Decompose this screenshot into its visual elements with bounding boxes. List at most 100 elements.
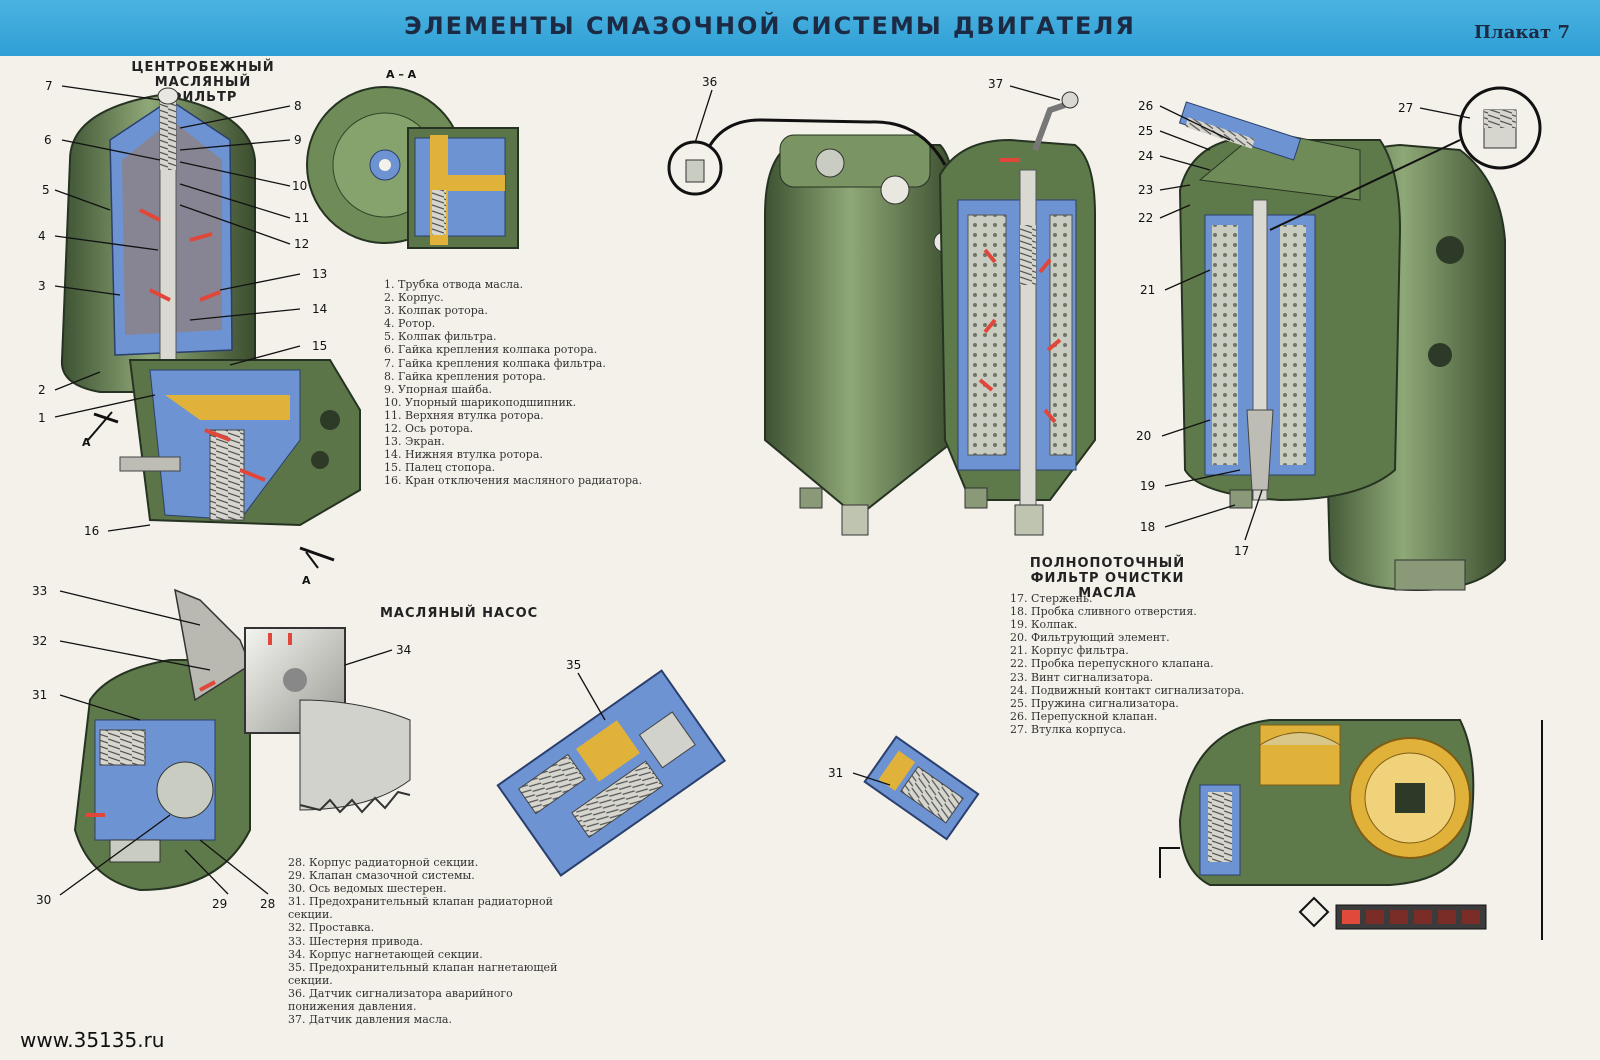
callout-24: 24: [1138, 149, 1153, 163]
legend-item: 7. Гайка крепления колпака фильтра.: [384, 356, 606, 370]
legend-item: 27. Втулка корпуса.: [1010, 722, 1127, 736]
callout-34: 34: [396, 643, 411, 657]
callout-33: 33: [32, 584, 47, 598]
legend-item: 35. Предохранительный клапан нагнетающей…: [288, 960, 558, 987]
legend-item: 22. Пробка перепускного клапана.: [1010, 657, 1214, 671]
callout-16: 16: [84, 524, 99, 538]
legend-item: 28. Корпус радиаторной секции.: [288, 856, 479, 869]
legend-item: 3. Колпак ротора.: [384, 304, 488, 318]
legend-item: 29. Клапан смазочной системы.: [288, 869, 475, 883]
callout-11: 11: [294, 211, 309, 225]
legend-item: 26. Перепускной клапан.: [1010, 709, 1158, 723]
legend-item: 21. Корпус фильтра.: [1010, 644, 1129, 658]
callout-12: 12: [294, 237, 309, 251]
legend-item: 5. Колпак фильтра.: [384, 330, 497, 344]
cut-mark-a-bottom: А: [299, 546, 335, 587]
section-aa-label: А – А: [386, 68, 417, 81]
callout-26: 26: [1138, 99, 1153, 113]
callout-3: 3: [38, 279, 46, 293]
legend-item: 6. Гайка крепления колпака ротора.: [384, 343, 598, 357]
legend-centrifugal-filter: 1. Трубка отвода масла. 2. Корпус. 3. Ко…: [384, 278, 674, 488]
legend-item: 19. Колпак.: [1010, 618, 1078, 632]
callout-31: 31: [32, 688, 47, 702]
callout-6: 6: [44, 133, 52, 147]
legend-item: 24. Подвижный контакт сигнализатора.: [1010, 683, 1245, 697]
callout-5: 5: [42, 183, 50, 197]
legend-item: 25. Пружина сигнализатора.: [1010, 696, 1179, 710]
oil-pump-drawing: [73, 588, 411, 892]
callout-17: 17: [1234, 544, 1249, 558]
legend-item: 10. Упорный шарикоподшипник.: [384, 395, 577, 409]
cut-mark-a-left: А: [82, 411, 119, 449]
legend-item: 2. Корпус.: [384, 291, 444, 305]
callout-2: 2: [38, 383, 46, 397]
callout-leaders: [54, 85, 1471, 896]
legend-item: 30. Ось ведомых шестерен.: [288, 882, 447, 896]
legend-item: 23. Винт сигнализатора.: [1010, 670, 1154, 684]
callout-27: 27: [1398, 101, 1413, 115]
callout-numbers: 1 2 3 4 5 6 7 8 9 10 11 12 13 14 15 16 1…: [32, 75, 1413, 911]
legend-item: 20. Фильтрующий элемент.: [1010, 631, 1170, 645]
callout-15: 15: [312, 339, 327, 353]
heading-oil-pump: МАСЛЯНЫЙ НАСОС: [380, 606, 539, 621]
callout-30: 30: [36, 893, 51, 907]
callout-4: 4: [38, 229, 46, 243]
legend-item: 15. Палец стопора.: [384, 461, 496, 475]
legend-item: 34. Корпус нагнетающей секции.: [288, 947, 483, 961]
legend-item: 9. Упорная шайба.: [384, 382, 493, 396]
legend-oil-pump: 28. Корпус радиаторной секции. 29. Клапа…: [288, 856, 578, 1026]
poster-title: ЭЛЕМЕНТЫ СМАЗОЧНОЙ СИСТЕМЫ ДВИГАТЕЛЯ: [404, 12, 1136, 40]
cut-mark-a-bottom-label: А: [302, 574, 311, 587]
legend-item: 8. Гайка крепления ротора.: [384, 369, 546, 383]
callout-9: 9: [294, 133, 302, 147]
valve-31-drawing: [863, 735, 980, 841]
full-flow-filter-drawing: [1178, 86, 1542, 592]
callout-32: 32: [32, 634, 47, 648]
callout-22: 22: [1138, 211, 1153, 225]
callout-23: 23: [1138, 183, 1153, 197]
legend-item: 13. Экран.: [384, 435, 445, 449]
valve-35-drawing: [496, 669, 727, 877]
heading-centrifugal-filter: ЦЕНТРОБЕЖНЫЙ МАСЛЯНЫЙ ФИЛЬТР: [131, 60, 275, 105]
callout-21: 21: [1140, 283, 1155, 297]
legend-full-flow-filter: 17. Стержень. 18. Пробка сливного отверс…: [1010, 592, 1270, 736]
callout-25: 25: [1138, 124, 1153, 138]
legend-item: 16. Кран отключения масляного радиатора.: [384, 474, 643, 488]
callout-1: 1: [38, 411, 46, 425]
watermark: www.35135.ru: [20, 1028, 165, 1052]
title-bar: [0, 0, 1600, 56]
legend-item: 37. Датчик давления масла.: [288, 1013, 452, 1027]
cut-mark-a-left-label: А: [82, 436, 91, 449]
callout-29: 29: [212, 897, 227, 911]
callout-13: 13: [312, 267, 327, 281]
legend-item: 4. Ротор.: [384, 317, 436, 331]
callout-37: 37: [988, 77, 1003, 91]
callout-20: 20: [1136, 429, 1151, 443]
legend-item: 31. Предохранительный клапан радиаторной…: [288, 895, 553, 922]
legend-item: 32. Проставка.: [288, 921, 375, 935]
legend-item: 33. Шестерня привода.: [288, 934, 423, 948]
legend-item: 12. Ось ротора.: [384, 422, 474, 436]
legend-item: 18. Пробка сливного отверстия.: [1010, 605, 1197, 619]
legend-item: 14. Нижняя втулка ротора.: [384, 448, 543, 462]
heading-full-flow-filter: ПОЛНОПОТОЧНЫЙ ФИЛЬТР ОЧИСТКИ МАСЛА: [1029, 556, 1186, 601]
callout-28: 28: [260, 897, 275, 911]
callout-14: 14: [312, 302, 327, 316]
poster-number: Плакат 7: [1474, 22, 1570, 43]
callout-7: 7: [45, 79, 53, 93]
legend-item: 11. Верхняя втулка ротора.: [384, 408, 544, 422]
callout-36: 36: [702, 75, 717, 89]
legend-item: 1. Трубка отвода масла.: [384, 278, 524, 291]
callout-19: 19: [1140, 479, 1155, 493]
legend-item: 17. Стержень.: [1010, 592, 1093, 605]
callout-18: 18: [1140, 520, 1155, 534]
callout-8: 8: [294, 99, 302, 113]
section-aa-drawing: А – А: [306, 68, 519, 249]
callout-10: 10: [292, 179, 307, 193]
callout-35: 35: [566, 658, 581, 672]
sensor-section-drawing: [1159, 719, 1543, 940]
callout-31-valve: 31: [828, 766, 843, 780]
legend-item: 36. Датчик сигнализатора аварийного пони…: [288, 986, 513, 1014]
canister-filter-drawing: [667, 91, 1096, 536]
